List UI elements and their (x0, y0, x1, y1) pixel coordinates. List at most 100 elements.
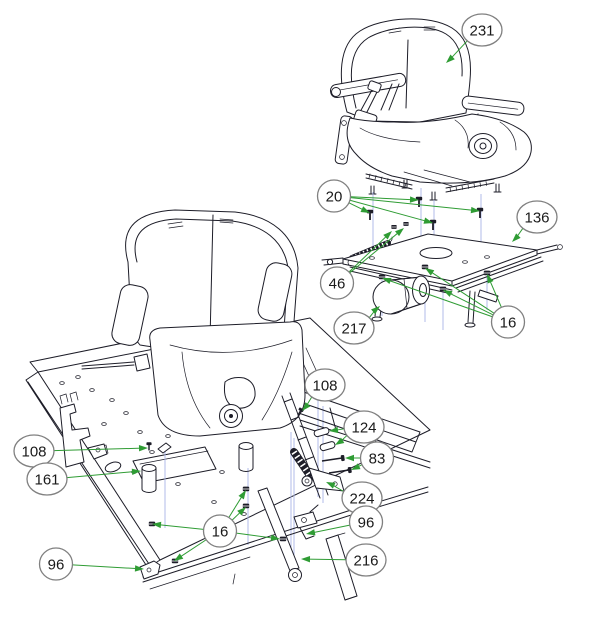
leader-arrowhead-icon (238, 490, 246, 500)
leader-arrowhead-icon (301, 555, 311, 563)
callout-216: 216 (301, 543, 387, 577)
seat-on-chassis (111, 209, 306, 437)
callout-number: 20 (326, 188, 343, 205)
leader-line (306, 558, 347, 561)
pins-124 (313, 427, 336, 452)
callout-83: 83 (345, 441, 395, 475)
seat-pan-and-base (346, 113, 532, 201)
leader-arrowhead-icon (425, 268, 435, 276)
leader-arrowhead-icon (326, 482, 336, 489)
seat-pivot-knob (219, 404, 243, 428)
callout-number: 46 (329, 275, 346, 292)
armrest-left-lower (111, 284, 149, 346)
bumper-161 (141, 464, 157, 493)
leader-line (178, 539, 207, 559)
leader-arrowhead-icon (335, 437, 345, 445)
leader-arrowhead-icon (134, 565, 144, 572)
leader-line (387, 279, 493, 318)
leader-line (348, 234, 388, 273)
callout-96: 96 (38, 547, 144, 581)
leader-line (228, 494, 244, 518)
callout-number: 136 (524, 209, 549, 226)
callout-number: 108 (312, 377, 337, 394)
callout-number: 124 (351, 419, 376, 436)
bumper-161b (238, 442, 254, 472)
leader-line (349, 231, 400, 274)
leader-arrowhead-icon (409, 196, 419, 203)
spring-anchor-46 (402, 221, 410, 227)
callout-bubble (333, 311, 375, 345)
roller-217 (372, 275, 430, 315)
spring-anchor-46 (390, 224, 398, 230)
callout-bubble (490, 305, 526, 339)
mounting-studs (368, 179, 502, 201)
leader-line (448, 292, 494, 316)
callout-bubble (202, 514, 238, 548)
callout-bubble (516, 200, 558, 234)
callout-231: 231 (446, 13, 503, 63)
seat-cushion (149, 321, 306, 437)
leader-arrowhead-icon (446, 54, 455, 63)
leader-arrowhead-icon (443, 290, 453, 297)
leader-line (350, 196, 414, 201)
damper-spring (290, 448, 315, 487)
callout-number: 216 (353, 552, 378, 569)
callout-bubble (461, 13, 503, 47)
seat-assembly-art (329, 18, 532, 201)
leader-line (66, 471, 136, 479)
callout-number: 224 (349, 490, 374, 507)
leader-arrowhead-icon (395, 228, 404, 237)
callout-number: 217 (341, 320, 366, 337)
leader-line (349, 199, 428, 222)
leader-line (350, 197, 475, 211)
suspension-upright (281, 392, 329, 499)
leader-line (72, 564, 139, 570)
leader-arrowhead-icon (360, 206, 370, 213)
leader-line (429, 270, 495, 314)
armrest-right-lower (257, 262, 293, 322)
callout-bubble (26, 462, 68, 496)
callout-number: 96 (358, 514, 375, 531)
front-channel (325, 532, 358, 601)
leader-arrowhead-icon (306, 529, 316, 536)
latch-96-right (293, 504, 319, 540)
callout-124: 124 (329, 410, 385, 445)
projection-lines-chassis (164, 398, 324, 566)
mount-plate-art (321, 188, 563, 330)
leader-arrowhead-icon (302, 402, 311, 411)
leader-arrowhead-icon (382, 277, 392, 284)
callout-number: 96 (48, 556, 65, 573)
callout-224: 224 (326, 481, 383, 515)
callout-20: 20 (316, 179, 480, 224)
bolts-83 (321, 454, 352, 474)
cushion-handle (224, 377, 256, 409)
callout-bubble (343, 410, 385, 444)
callout-16: 16 (382, 268, 526, 339)
bolt-20 (428, 218, 438, 231)
bolt-16 (483, 270, 491, 276)
callout-bubble (316, 179, 352, 213)
leader-line (53, 447, 143, 452)
leader-line (311, 524, 350, 534)
callout-number: 108 (21, 443, 46, 460)
leader-line (236, 532, 275, 539)
leader-arrowhead-icon (270, 534, 280, 541)
callout-bubble (319, 266, 355, 300)
suspension-knob (468, 133, 498, 159)
callout-bubble (304, 368, 346, 402)
callout-bubble (359, 441, 395, 475)
leader-line (157, 524, 204, 530)
callout-number: 16 (500, 314, 517, 331)
callout-bubble (38, 547, 74, 581)
callout-bubble (345, 543, 387, 577)
callout-217: 217 (333, 306, 380, 345)
bolt-16-chassis (279, 536, 287, 542)
callout-number: 16 (212, 523, 229, 540)
callout-number: 231 (469, 22, 494, 39)
mount-plate-136 (342, 233, 563, 295)
leader-arrowhead-icon (423, 217, 433, 224)
leader-arrowhead-icon (174, 553, 184, 561)
leader-arrowhead-icon (131, 468, 141, 475)
